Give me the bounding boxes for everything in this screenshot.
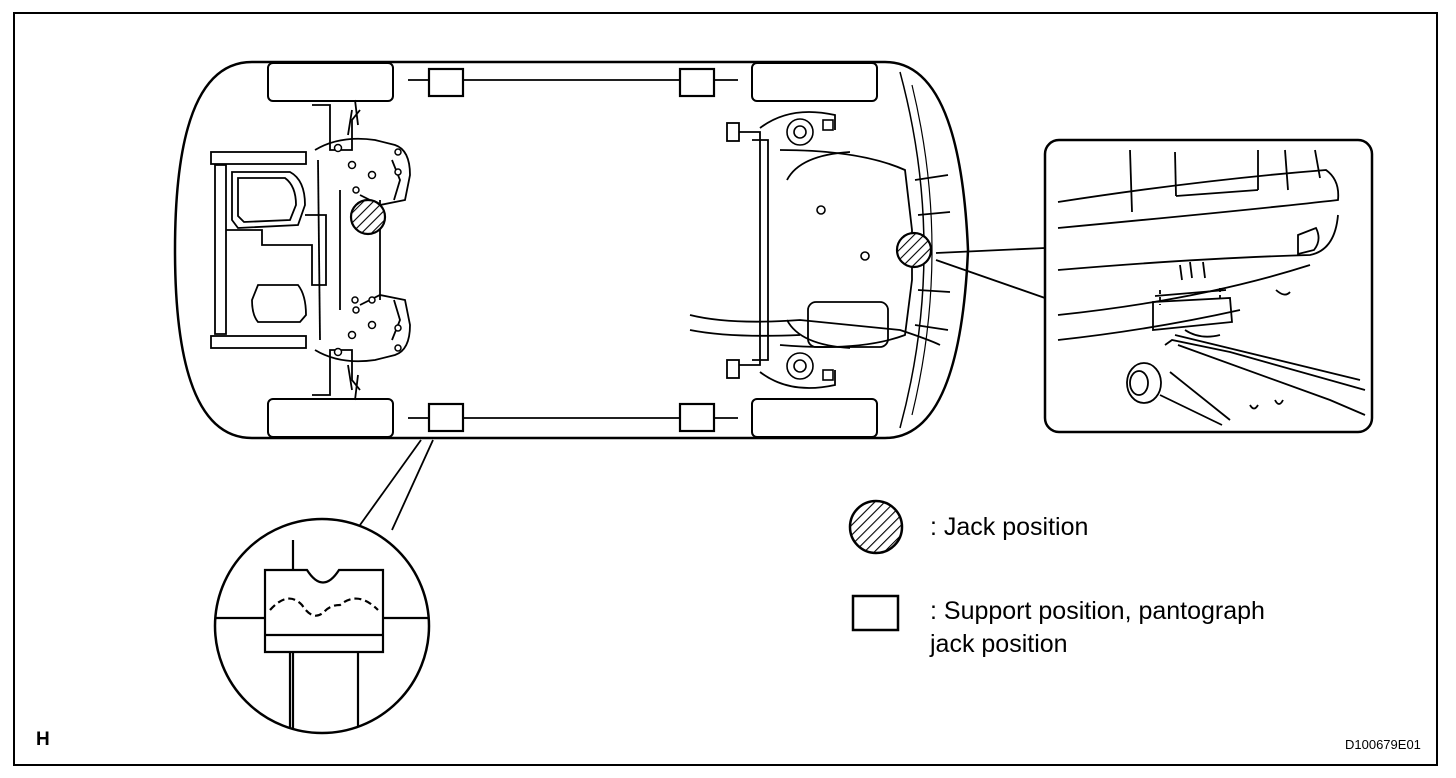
front-left-wheel <box>267 62 394 102</box>
support-point-front-left <box>427 67 465 98</box>
jack-position-hatched-circle-icon <box>848 499 904 555</box>
jack-position-front <box>349 198 387 236</box>
support-point-front-right <box>427 402 465 433</box>
figure-id: D100679E01 <box>1345 737 1421 752</box>
support-point-rear-left <box>678 67 716 98</box>
rear-right-wheel <box>751 398 878 438</box>
vehicle-body-outline <box>173 60 970 440</box>
support-position-square-icon <box>851 594 900 632</box>
jack-position-rear <box>895 231 933 269</box>
support-point-zoom-view <box>213 517 431 735</box>
diagram-frame <box>13 12 1438 766</box>
rear-left-wheel <box>751 62 878 102</box>
front-right-wheel <box>267 398 394 438</box>
legend-jack-position-label: : Jack position <box>930 513 1089 541</box>
legend-support-position-label-line2: jack position <box>930 630 1068 658</box>
view-letter: H <box>36 729 50 750</box>
rear-jack-detail-view <box>1043 138 1374 434</box>
front-subframe <box>210 99 411 401</box>
legend-support-position-label: : Support position, pantograph <box>930 597 1265 625</box>
support-point-rear-right <box>678 402 716 433</box>
